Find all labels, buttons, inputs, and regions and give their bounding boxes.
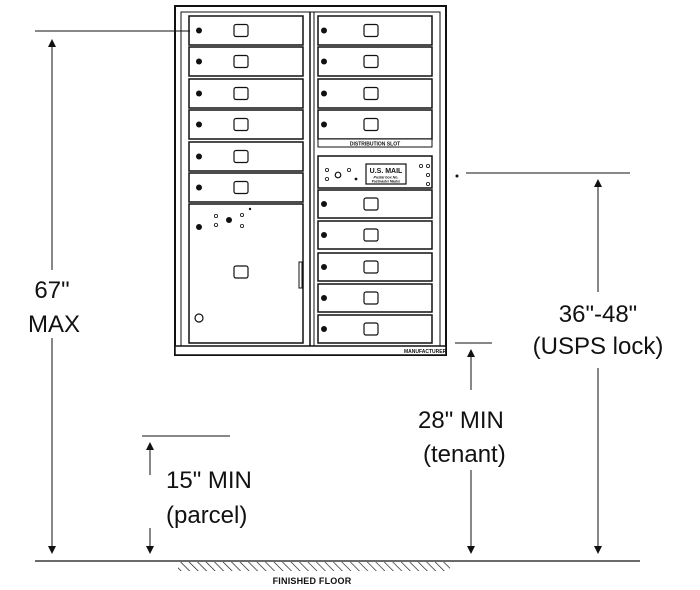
master-rivet-icon xyxy=(346,167,351,172)
parcel-rivet-icon xyxy=(213,222,218,227)
master-lock-icon xyxy=(334,171,342,179)
tenant-door-tag-slot xyxy=(233,149,249,164)
tenant-door xyxy=(188,15,304,46)
tenant-door xyxy=(188,172,304,203)
footer-label: MANUFACTURER xyxy=(404,349,447,355)
tenant-lock-icon xyxy=(196,121,202,128)
dimension-15-label: 15" MIN xyxy=(166,467,252,494)
tenant-door-tag-slot xyxy=(233,23,249,38)
dimension-67-label: 67" xyxy=(34,277,69,304)
tenant-lock-icon xyxy=(321,58,327,65)
tenant-door-tag-slot xyxy=(363,228,379,242)
tenant-door xyxy=(317,314,433,344)
master-rivet-icon xyxy=(354,177,358,181)
dimension-15-min: 15" MIN (parcel) xyxy=(142,435,252,554)
tenant-door xyxy=(317,109,433,140)
parcel-door-keyhole xyxy=(194,313,204,323)
dimension-36-48-label: 36"-48" xyxy=(559,301,637,328)
us-mail-plate-line2: Postal box No. xyxy=(374,176,399,180)
tenant-door-tag-slot xyxy=(363,117,379,132)
us-mail-plate-title: U.S. MAIL xyxy=(370,168,403,175)
tenant-door xyxy=(188,141,304,172)
tenant-door-tag-slot xyxy=(233,54,249,69)
parcel-rivet-icon xyxy=(239,212,244,217)
right-column-doors xyxy=(317,15,433,344)
tenant-lock-icon xyxy=(321,232,327,238)
tenant-door-tag-slot xyxy=(363,86,379,101)
us-mail-plate-line3: Postmaster Master xyxy=(372,180,401,184)
tenant-door xyxy=(317,46,433,77)
tenant-door xyxy=(317,78,433,109)
tenant-door-panel xyxy=(317,220,433,250)
label-strip xyxy=(317,138,433,148)
tenant-lock-icon xyxy=(196,153,202,160)
lock-reference-dot xyxy=(455,174,459,178)
tenant-lock-icon xyxy=(321,264,327,270)
tenant-door-tag-slot xyxy=(363,322,379,336)
tenant-lock-icon xyxy=(196,58,202,65)
parcel-rivet-icon xyxy=(248,207,252,211)
tenant-lock-icon xyxy=(321,90,327,97)
tenant-door-tag-slot xyxy=(363,260,379,274)
mailbox-unit: MANUFACTURER DISTRIBUTION SLOT xyxy=(174,5,447,356)
tenant-lock-icon xyxy=(321,27,327,34)
usps-master-door: U.S. MAIL Postal box No. Postmaster Mast… xyxy=(317,155,433,189)
parcel-lock-icon xyxy=(196,224,202,230)
finished-floor: FINISHED FLOOR xyxy=(35,560,640,586)
tenant-lock-icon xyxy=(321,201,327,207)
master-rivet-icon xyxy=(324,167,329,172)
dimension-15-qualifier: (parcel) xyxy=(166,502,247,529)
master-rivet-icon xyxy=(425,181,430,186)
tenant-door-tag-slot xyxy=(363,54,379,69)
floor-label: FINISHED FLOOR xyxy=(273,576,352,586)
tenant-lock-icon xyxy=(321,326,327,332)
tenant-door xyxy=(317,189,433,219)
master-rivet-icon xyxy=(425,172,430,177)
tenant-door-tag-slot xyxy=(233,117,249,132)
tenant-lock-icon xyxy=(196,90,202,97)
bottom-rail xyxy=(174,345,447,356)
tenant-door-tag-slot xyxy=(233,86,249,101)
parcel-lock-icon xyxy=(226,217,232,223)
tenant-door-tag-slot xyxy=(363,23,379,38)
parcel-door-tag-slot xyxy=(233,265,249,279)
parcel-rivet-icon xyxy=(213,213,218,218)
dimension-28-qualifier: (tenant) xyxy=(423,441,506,468)
dimension-36-48: 36"-48" (USPS lock) xyxy=(455,172,664,554)
tenant-door xyxy=(188,46,304,77)
dimension-28-label: 28" MIN xyxy=(418,407,504,434)
parcel-door-handle xyxy=(298,261,303,289)
label-strip-text: DISTRIBUTION SLOT xyxy=(350,142,400,148)
dimension-67-qualifier: MAX xyxy=(28,311,80,338)
dimension-36-48-qualifier: (USPS lock) xyxy=(533,333,664,360)
tenant-door-tag-slot xyxy=(363,197,379,211)
tenant-lock-icon xyxy=(196,184,202,191)
dimension-28-min: 28" MIN (tenant) xyxy=(418,342,506,554)
tenant-door-tag-slot xyxy=(363,291,379,305)
master-rivet-icon xyxy=(324,176,329,181)
parcel-locker-door xyxy=(188,203,304,344)
tenant-door xyxy=(317,283,433,313)
tenant-door xyxy=(317,15,433,46)
tenant-door xyxy=(317,252,433,282)
tenant-lock-icon xyxy=(321,295,327,301)
tenant-door-tag-slot xyxy=(233,180,249,195)
floor-hatching xyxy=(178,562,450,571)
tenant-lock-icon xyxy=(196,27,202,34)
tenant-lock-icon xyxy=(321,121,327,128)
us-mail-plate xyxy=(365,163,407,185)
parcel-rivet-icon xyxy=(239,223,244,228)
tenant-door xyxy=(188,109,304,140)
tenant-door xyxy=(188,78,304,109)
master-rivet-icon xyxy=(425,163,430,168)
dimension-67-max: 67" MAX xyxy=(28,30,190,554)
master-rivet-icon xyxy=(418,163,423,168)
tenant-door xyxy=(317,220,433,250)
